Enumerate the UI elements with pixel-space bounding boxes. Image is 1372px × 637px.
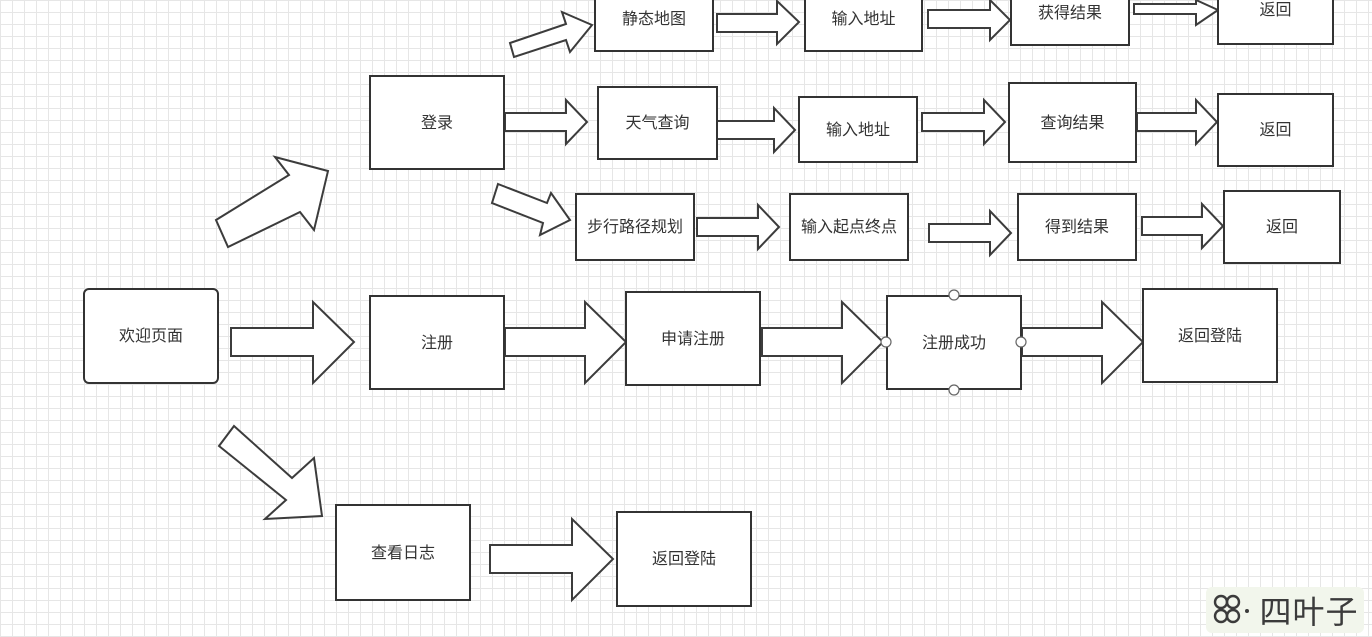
arrow-got-result-to-back-3 bbox=[1141, 201, 1225, 251]
node-back-to-login-1: 返回登陆 bbox=[1142, 288, 1278, 383]
selection-handle-bottom[interactable] bbox=[948, 384, 960, 396]
selection-handle-top[interactable] bbox=[948, 289, 960, 301]
arrow-welcome-to-view-log bbox=[217, 424, 324, 521]
node-input-start-end: 输入起点终点 bbox=[789, 193, 909, 261]
node-input-address-2: 输入地址 bbox=[798, 96, 918, 163]
node-static-map: 静态地图 bbox=[594, 0, 714, 52]
watermark-text: 四叶子 bbox=[1259, 593, 1359, 631]
node-login: 登录 bbox=[369, 75, 505, 170]
node-weather-query: 天气查询 bbox=[597, 86, 718, 160]
node-view-log: 查看日志 bbox=[335, 504, 471, 601]
selection-handle-right[interactable] bbox=[1015, 336, 1027, 348]
arrow-register-to-apply bbox=[504, 299, 628, 386]
arrow-walking-to-input-start-end bbox=[696, 202, 781, 252]
arrow-login-to-static-map bbox=[508, 10, 594, 59]
node-input-address-1: 输入地址 bbox=[804, 0, 923, 52]
arrow-input-start-end-to-got-result bbox=[928, 208, 1013, 258]
node-welcome: 欢迎页面 bbox=[83, 288, 219, 384]
arrow-success-to-back-login bbox=[1021, 299, 1145, 386]
arrow-query-result-to-back-2 bbox=[1136, 97, 1219, 147]
node-apply-register: 申请注册 bbox=[625, 291, 761, 386]
arrow-input-1-to-result-1 bbox=[927, 0, 1012, 43]
arrow-weather-to-input-2 bbox=[712, 105, 797, 155]
clover-icon bbox=[1214, 594, 1250, 624]
watermark: 四叶子 bbox=[1206, 587, 1364, 633]
arrow-welcome-to-register bbox=[230, 299, 356, 386]
arrow-result-1-to-back-1 bbox=[1133, 0, 1221, 27]
node-back-1: 返回 bbox=[1217, 0, 1334, 45]
node-register: 注册 bbox=[369, 295, 505, 390]
node-back-2: 返回 bbox=[1217, 93, 1334, 167]
arrow-welcome-to-login bbox=[214, 155, 330, 249]
node-query-result: 查询结果 bbox=[1008, 82, 1137, 163]
arrow-view-log-to-back-login bbox=[489, 516, 615, 603]
arrow-login-to-walking bbox=[490, 182, 572, 237]
selection-handle-left[interactable] bbox=[880, 336, 892, 348]
node-get-result-1: 获得结果 bbox=[1010, 0, 1130, 46]
arrow-apply-to-success bbox=[761, 299, 885, 386]
arrow-login-to-weather bbox=[504, 97, 589, 147]
arrow-static-map-to-input-1 bbox=[716, 0, 801, 47]
node-walking-route: 步行路径规划 bbox=[575, 193, 695, 261]
node-got-result: 得到结果 bbox=[1017, 193, 1137, 261]
node-back-to-login-2: 返回登陆 bbox=[616, 511, 752, 607]
arrow-input-2-to-query-result bbox=[921, 97, 1007, 147]
node-back-3: 返回 bbox=[1223, 190, 1341, 264]
